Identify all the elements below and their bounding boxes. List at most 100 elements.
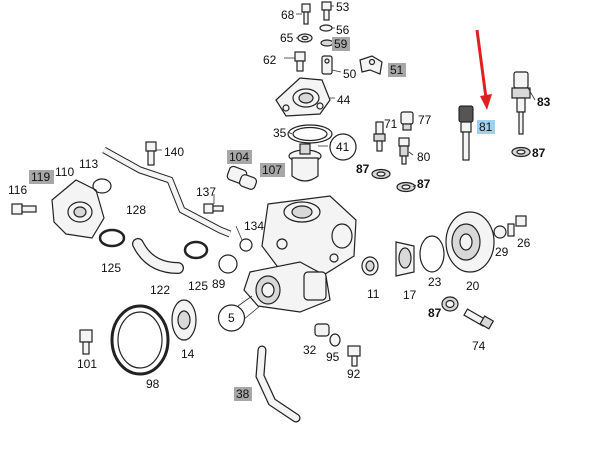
callout-highlight [29, 170, 54, 184]
callout-number: 80 [417, 150, 431, 164]
part-17-impeller [395, 241, 415, 277]
callout-number: 20 [466, 279, 480, 293]
callout-number: 110 [55, 165, 74, 179]
callout-119: 119 [29, 170, 54, 184]
callout-23: 23 [428, 275, 442, 289]
callout-128: 128 [126, 203, 146, 217]
callout-81: 81 [477, 120, 495, 134]
part-128-pipe [102, 146, 232, 238]
callout-20: 20 [466, 279, 480, 293]
callout-107: 107 [260, 163, 285, 177]
part-77-cap [400, 111, 414, 131]
callout-number: 113 [79, 157, 98, 171]
part-29-washer [493, 225, 507, 239]
part-23-gasket [419, 235, 445, 273]
part-122-hose [132, 238, 184, 274]
callout-number: 56 [336, 23, 350, 37]
part-50-clip [321, 55, 333, 75]
callout-number: 128 [126, 203, 146, 217]
callout-number: 41 [336, 140, 350, 154]
callout-116: 116 [8, 183, 27, 197]
callout-53: 53 [336, 0, 350, 14]
callout-number: 17 [403, 288, 417, 302]
callout-113: 113 [79, 157, 98, 171]
part-134-o-ring [239, 238, 253, 252]
callout-29: 29 [495, 245, 509, 259]
callout-122: 122 [150, 283, 170, 297]
callout-number: 14 [181, 347, 195, 361]
callout-number: 134 [244, 219, 264, 233]
callout-62: 62 [263, 53, 277, 67]
callout-number: 51 [390, 63, 404, 77]
callout-89: 89 [212, 277, 226, 291]
callout-68: 68 [281, 8, 295, 22]
part-140-bolt [145, 141, 157, 166]
callout-44: 44 [337, 93, 351, 107]
callout-number: 11 [367, 287, 380, 301]
callout-number: 122 [150, 283, 170, 297]
callout-number: 44 [337, 93, 351, 107]
part-95-washer [329, 333, 341, 347]
callout-number: 23 [428, 275, 442, 289]
part-56-washer [319, 24, 333, 32]
callout-number: 62 [263, 53, 277, 67]
callout-41: 41 [329, 133, 357, 161]
callout-50: 50 [343, 67, 357, 81]
part-116-bolt [11, 203, 37, 215]
part-41-thermostat [288, 143, 322, 182]
callout-5: 5 [217, 304, 246, 332]
part-38-hose [255, 345, 301, 423]
part-20-pulley [445, 211, 495, 273]
callout-14: 14 [181, 347, 195, 361]
callout-circle [217, 304, 246, 332]
part-44-thermostat-cover [275, 77, 331, 117]
callout-95: 95 [326, 350, 340, 364]
part-92-bolt [347, 345, 361, 367]
part-101-bolt [79, 329, 93, 355]
callout-highlight [260, 163, 285, 177]
part-81-temperature-sender [458, 105, 474, 161]
callout-38: 38 [234, 387, 252, 401]
part-74-bolt [463, 308, 495, 330]
callout-137: 137 [196, 185, 216, 199]
callout-number: 87 [428, 306, 442, 320]
callout-number: 119 [31, 170, 50, 184]
callout-number: 87 [417, 177, 431, 191]
callout-number: 101 [77, 357, 97, 371]
part-89-o-ring [218, 254, 238, 274]
part-35-gasket [287, 124, 333, 144]
callout-highlight [234, 387, 252, 401]
water-pump-assembly [243, 195, 357, 313]
part-125-hose-clamp [183, 240, 209, 260]
part-110-coolant-housing [51, 179, 105, 239]
callout-number: 95 [326, 350, 340, 364]
callout-number: 29 [495, 245, 509, 259]
callout-83: 83 [537, 95, 551, 109]
red-pointer-arrow [475, 29, 492, 110]
callout-number: 104 [229, 150, 249, 164]
part-14-pulley [171, 299, 197, 341]
part-113-o-ring [92, 178, 112, 194]
callout-number: 35 [273, 126, 287, 140]
part-26-bolt [507, 215, 527, 237]
part-32-plug [314, 323, 330, 337]
callout-number: 59 [334, 37, 348, 51]
callout-92: 92 [347, 367, 361, 381]
callout-104: 104 [227, 150, 252, 164]
callout-65: 65 [280, 31, 294, 45]
part-71-sensor [373, 121, 386, 152]
part-53-bolt [321, 1, 332, 21]
callout-87: 87 [417, 177, 431, 191]
part-83-sensor [511, 71, 531, 135]
callout-110: 110 [55, 165, 74, 179]
callout-140: 140 [164, 145, 184, 159]
callout-87: 87 [428, 306, 442, 320]
callout-number: 32 [303, 343, 317, 357]
callout-87: 87 [356, 162, 370, 176]
callout-80: 80 [417, 150, 431, 164]
callout-number: 92 [347, 367, 361, 381]
part-87-seal-ring [511, 146, 531, 158]
part-87-seal-ring [371, 168, 391, 180]
